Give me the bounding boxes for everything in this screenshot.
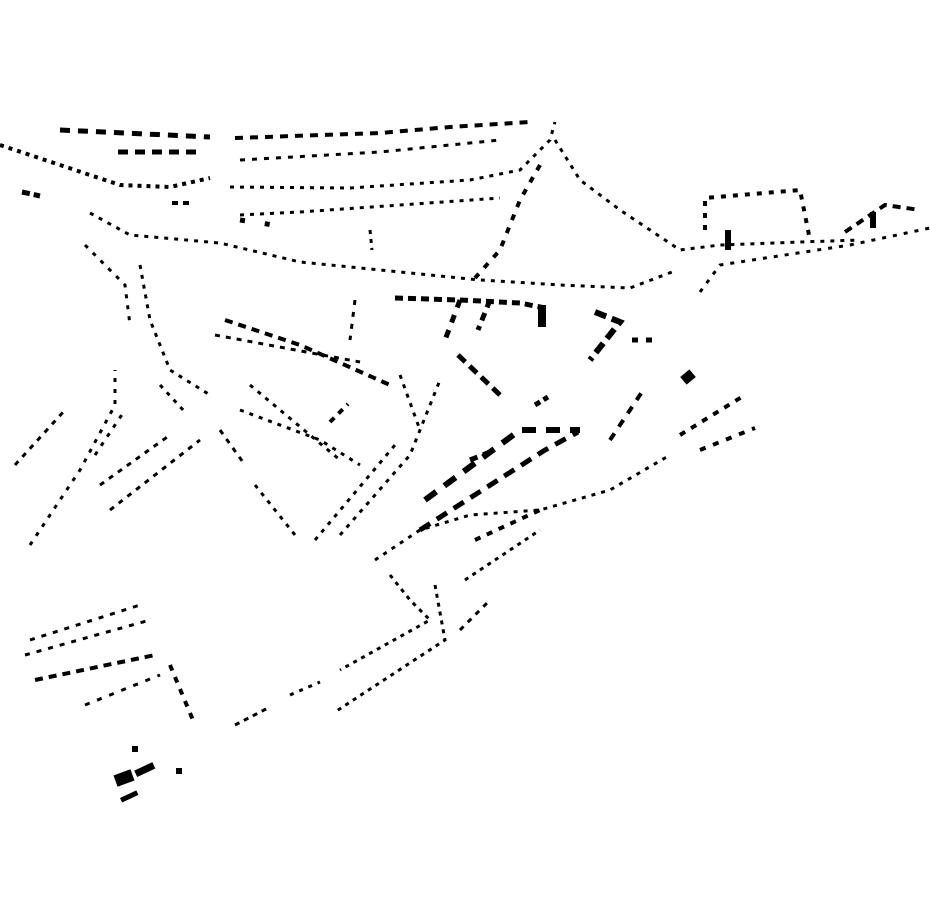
building — [176, 768, 182, 774]
building-row — [168, 664, 197, 726]
building-row — [99, 433, 171, 487]
building-cluster-southwest — [113, 746, 182, 803]
building-row — [21, 189, 41, 199]
building-row — [28, 370, 117, 546]
building-row — [533, 394, 550, 408]
building-row — [473, 164, 542, 280]
building-row — [587, 309, 625, 362]
building-row — [456, 353, 502, 397]
building-row — [608, 390, 644, 442]
building-rows — [0, 120, 930, 727]
building-row — [109, 438, 201, 512]
building-row — [239, 196, 501, 217]
building-row — [469, 447, 496, 463]
building — [132, 746, 138, 752]
building-row — [0, 143, 211, 190]
building-row — [442, 299, 463, 341]
building-row — [348, 299, 357, 341]
building — [870, 212, 876, 228]
building-row — [218, 429, 247, 466]
building-row — [158, 383, 187, 414]
building-row — [253, 484, 297, 536]
building-row — [699, 426, 756, 452]
building-row — [93, 409, 127, 456]
building-row — [678, 393, 747, 437]
building-block-east — [538, 212, 876, 385]
building-row — [214, 333, 361, 364]
building-row — [553, 139, 861, 252]
building-row — [698, 226, 930, 293]
building-row — [313, 444, 397, 541]
building-row — [843, 202, 921, 234]
building-row — [289, 680, 321, 697]
building-row — [418, 429, 580, 533]
building-row — [398, 374, 422, 431]
building-row — [24, 618, 151, 657]
building-row — [338, 379, 442, 536]
building-row — [458, 598, 492, 632]
building-row — [234, 120, 531, 140]
building-row — [59, 127, 211, 140]
building — [725, 230, 731, 250]
building-row — [138, 264, 211, 397]
building — [134, 762, 156, 777]
building — [538, 305, 546, 327]
building-row — [703, 187, 812, 241]
building-row — [339, 574, 433, 672]
building-row — [83, 243, 132, 326]
building-row — [34, 653, 156, 682]
building-row — [394, 295, 546, 311]
building-row — [249, 383, 341, 462]
building-row — [84, 673, 161, 707]
building — [113, 769, 135, 787]
building-row — [229, 121, 557, 190]
building — [119, 790, 139, 803]
building-row — [374, 453, 671, 562]
building-row — [328, 402, 350, 424]
building-row — [29, 603, 141, 642]
building-row — [13, 408, 67, 467]
building-row — [368, 229, 374, 251]
building-row — [239, 138, 501, 162]
building-row — [89, 211, 673, 290]
building-row — [239, 217, 281, 229]
building-row — [423, 427, 580, 503]
building — [680, 369, 696, 385]
building-row — [224, 318, 391, 387]
building-row — [234, 706, 269, 727]
building-row — [464, 528, 541, 582]
building-row — [475, 299, 493, 331]
building-row — [334, 584, 447, 714]
building-row — [239, 408, 361, 467]
